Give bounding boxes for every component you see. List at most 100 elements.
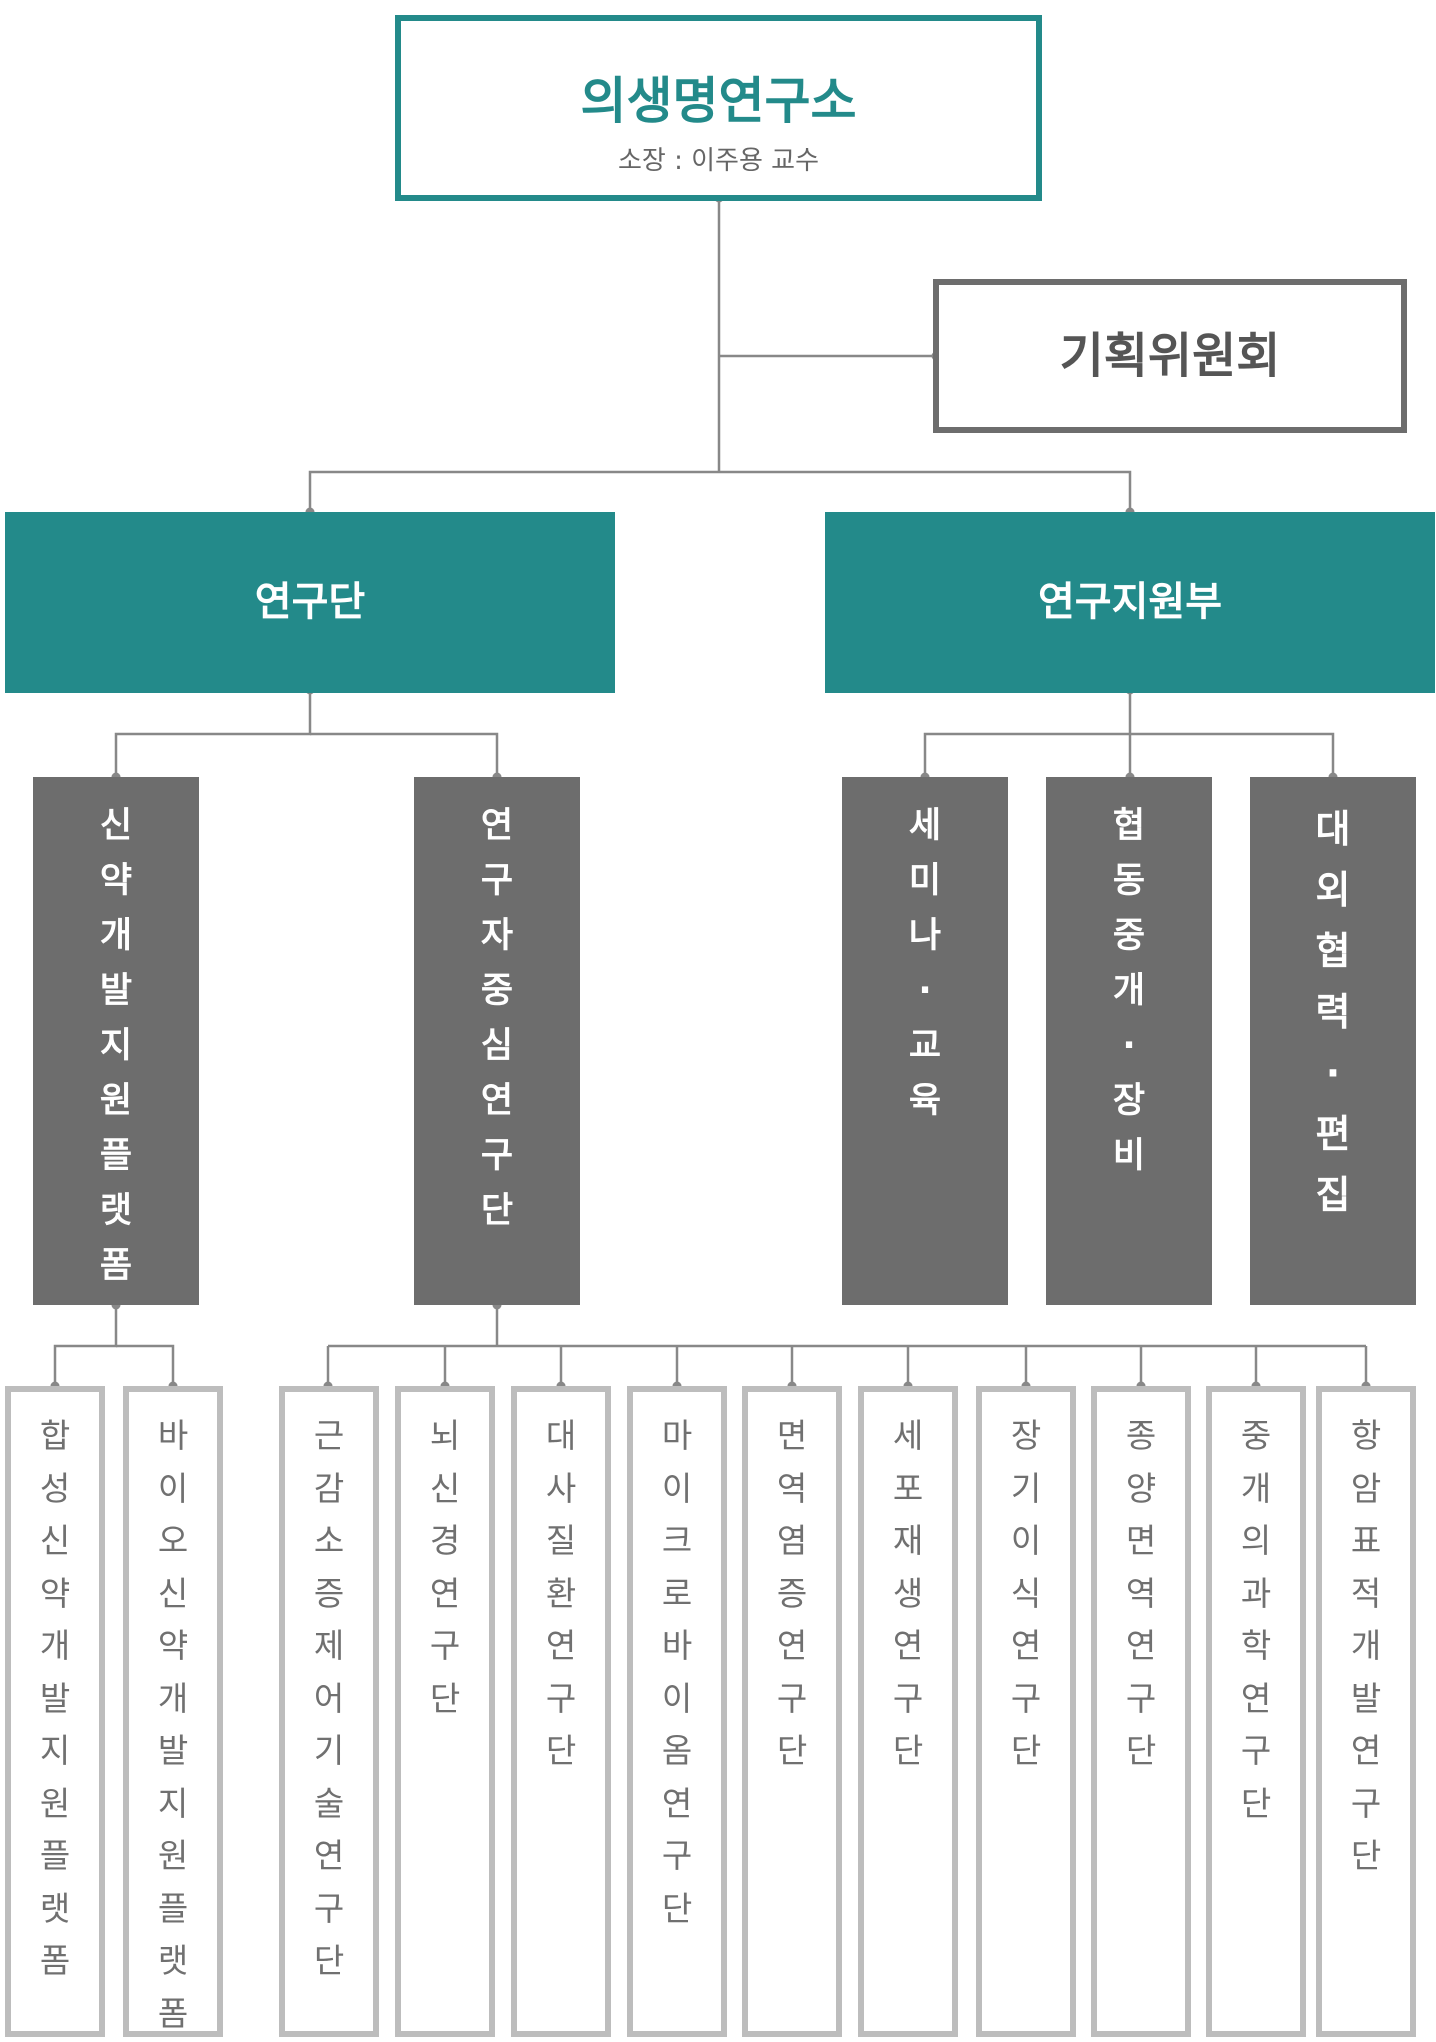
label-char: 교 — [908, 1026, 942, 1066]
label-char: 장 — [1112, 1081, 1146, 1121]
label-char: 동 — [1112, 861, 1146, 901]
label-char: · — [1325, 1051, 1341, 1095]
label-char: 연 — [776, 1626, 808, 1665]
label-char: 증 — [313, 1573, 345, 1613]
label-char: 폼 — [39, 1941, 71, 1980]
label-char: 이 — [661, 1468, 693, 1508]
label-char: 학 — [1240, 1626, 1272, 1665]
label-char: 연 — [480, 1081, 514, 1121]
label-char: 구 — [480, 861, 514, 901]
label-char: 발 — [157, 1731, 189, 1770]
label-char: 폼 — [157, 1993, 189, 2033]
label-char: 협 — [1112, 806, 1146, 846]
label-char: 생 — [892, 1573, 924, 1613]
label-char: · — [1122, 1026, 1136, 1066]
org-root-director: 소장 : 이주용 교수 — [618, 146, 819, 176]
label-char: 바 — [157, 1416, 189, 1455]
label-char: 단 — [313, 1941, 345, 1980]
label-char: 바 — [661, 1626, 693, 1665]
label-char: 심 — [480, 1026, 514, 1066]
label-char: 뇌 — [429, 1416, 461, 1455]
label-char: 증 — [776, 1573, 808, 1613]
label-char: 신 — [39, 1521, 71, 1560]
label-char: 성 — [39, 1468, 71, 1508]
label-char: 염 — [776, 1521, 808, 1560]
label-char: 소 — [313, 1521, 345, 1560]
label-char: 기 — [1010, 1468, 1042, 1508]
label-char: 단 — [661, 1888, 693, 1928]
label-char: 랫 — [157, 1941, 189, 1980]
label-char: 력 — [1315, 990, 1351, 1034]
label-char: 양 — [1125, 1468, 1157, 1508]
label-char: 연 — [429, 1573, 461, 1613]
label-char: 제 — [313, 1626, 345, 1665]
label-char: 나 — [908, 916, 942, 956]
label-char: 구 — [480, 1136, 514, 1176]
label-char: 집 — [1315, 1173, 1351, 1217]
label-char: 플 — [157, 1888, 189, 1928]
label-char: 연 — [1010, 1626, 1042, 1665]
connector-platform-to-leaf2 — [116, 1344, 175, 1386]
label-char: 구 — [661, 1836, 693, 1875]
label-char: 구 — [313, 1888, 345, 1928]
label-char: 플 — [39, 1836, 71, 1875]
connector-research-to-unit2 — [310, 732, 499, 777]
label-char: 육 — [908, 1081, 942, 1121]
connector-support-to-units — [923, 690, 1132, 777]
label-char: 외 — [1315, 868, 1351, 912]
label-char: 이 — [661, 1678, 693, 1718]
label-char: 재 — [892, 1521, 924, 1560]
label-char: 협 — [1315, 929, 1351, 973]
label-char: 대 — [545, 1416, 577, 1455]
label-char: 포 — [892, 1468, 924, 1508]
label-char: 중 — [1240, 1416, 1272, 1455]
label-char: 구 — [892, 1678, 924, 1718]
org-root-title: 의생명연구소 — [580, 72, 857, 130]
label-char: 지 — [99, 1026, 133, 1066]
label-char: 약 — [157, 1626, 189, 1665]
connector-research-to-units — [114, 690, 312, 777]
label-char: 중 — [480, 971, 514, 1011]
label-char: 근 — [313, 1416, 345, 1455]
label-char: 발 — [1350, 1678, 1382, 1718]
label-char: 원 — [39, 1783, 71, 1823]
label-char: 구 — [1125, 1678, 1157, 1718]
label-char: 연 — [480, 806, 514, 846]
org-root-box: 의생명연구소 소장 : 이주용 교수 — [395, 15, 1042, 201]
label-char: 약 — [39, 1573, 71, 1613]
label-char: 자 — [480, 916, 514, 956]
label-char: 이 — [157, 1468, 189, 1508]
research-support-box: 연구지원부 — [825, 512, 1435, 693]
label-char: 연 — [545, 1626, 577, 1665]
label-char: 단 — [429, 1678, 461, 1718]
label-char: 면 — [1125, 1521, 1157, 1560]
label-char: 식 — [1010, 1573, 1042, 1613]
label-char: 편 — [1315, 1112, 1351, 1156]
label-char: 미 — [908, 861, 942, 901]
label-char: 구 — [1240, 1731, 1272, 1770]
label-char: 로 — [661, 1573, 693, 1613]
label-char: 구 — [776, 1678, 808, 1718]
label-char: 환 — [545, 1573, 577, 1613]
label-char: 단 — [545, 1731, 577, 1770]
label-char: 개 — [1112, 971, 1146, 1011]
label-char: 랫 — [99, 1191, 133, 1231]
label-char: 단 — [1240, 1783, 1272, 1823]
label-char: 항 — [1350, 1416, 1382, 1455]
label-char: 경 — [429, 1521, 461, 1560]
label-char: 옴 — [661, 1731, 693, 1770]
label-char: 구 — [429, 1626, 461, 1665]
label-char: 신 — [157, 1573, 189, 1613]
